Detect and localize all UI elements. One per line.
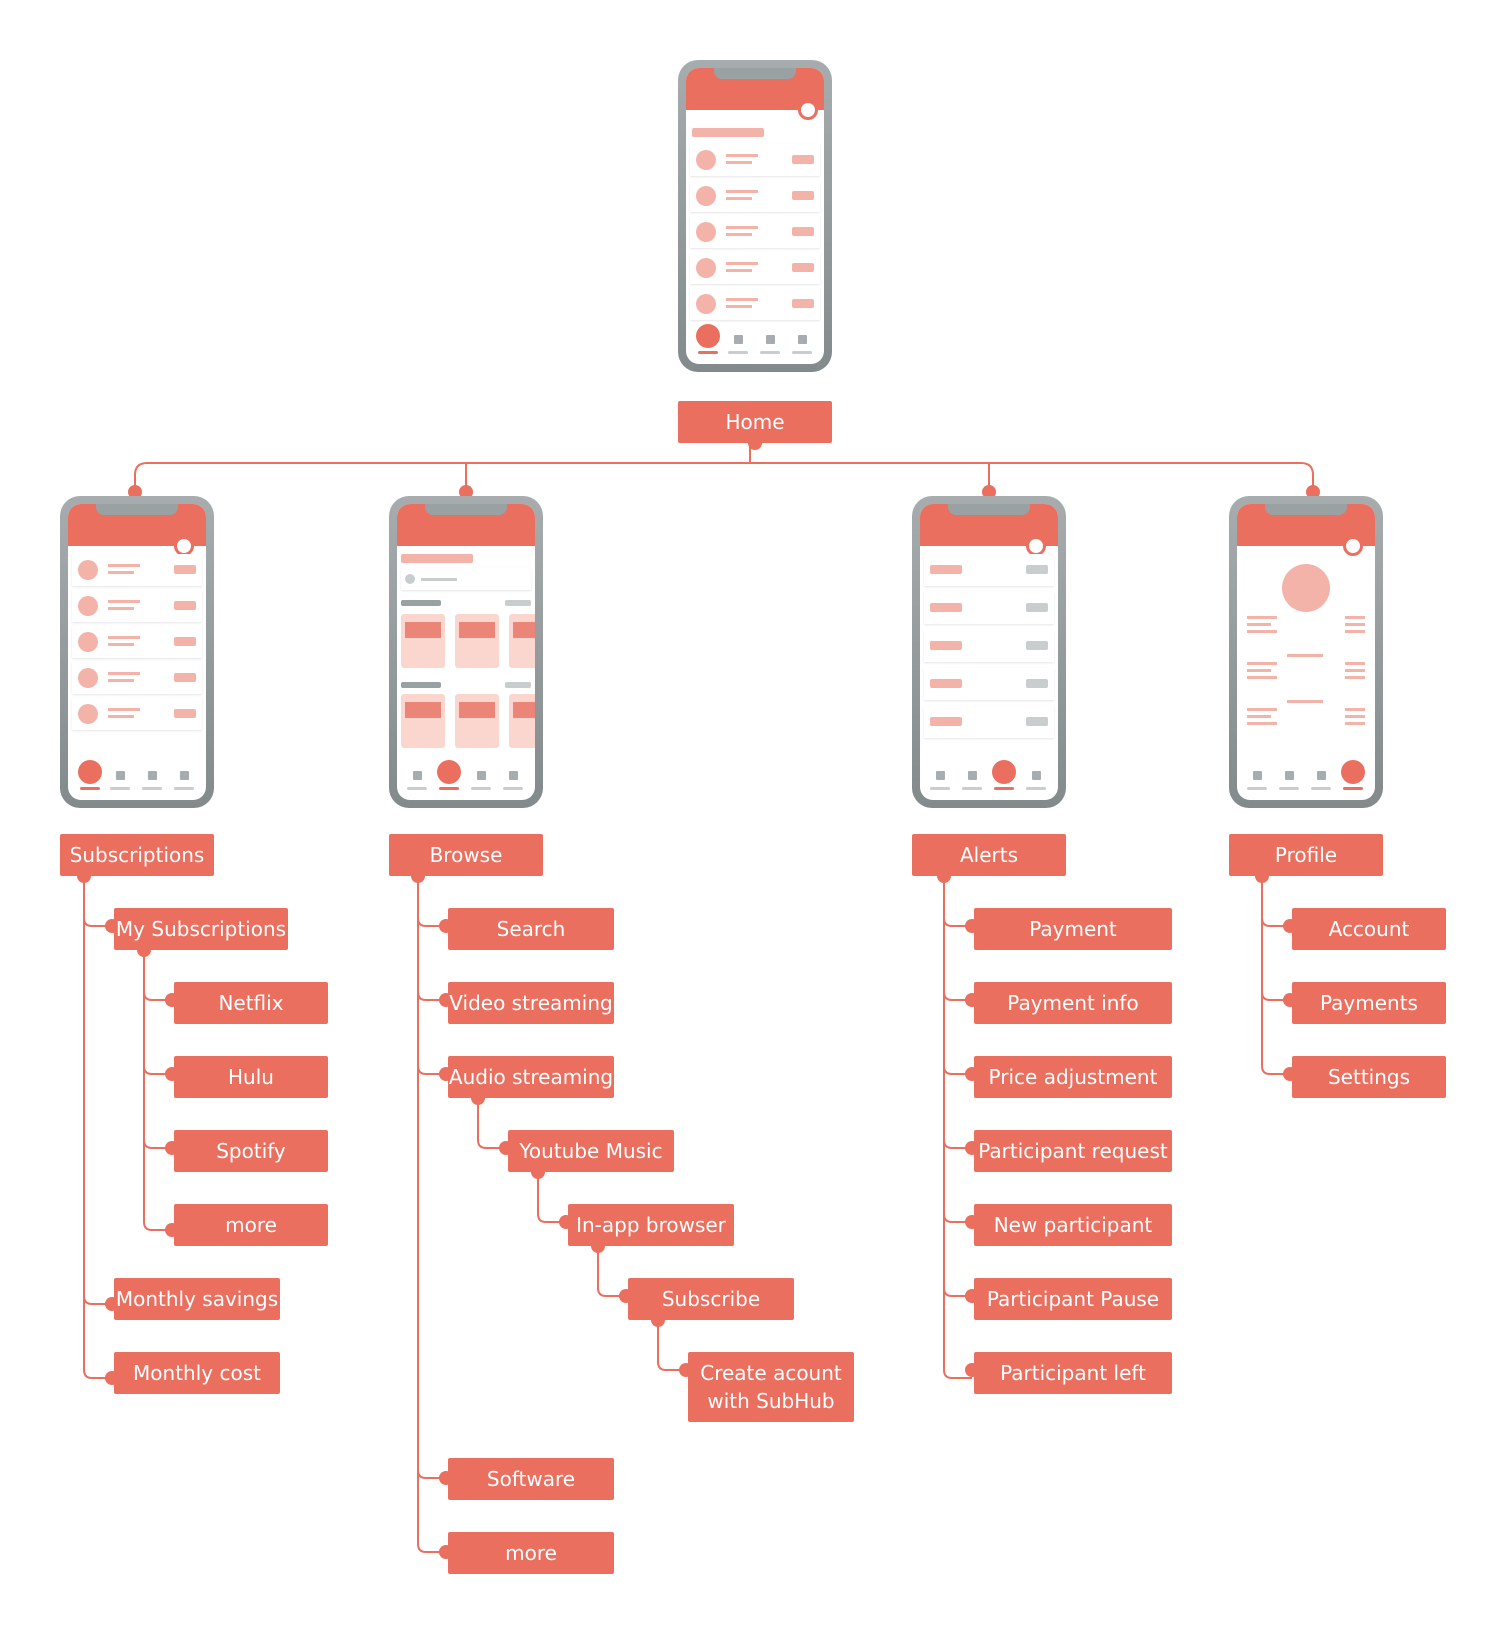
node-create-account: Create acount with SubHub bbox=[688, 1352, 854, 1422]
profile-icon bbox=[798, 100, 818, 120]
subscriptions-tab-icon bbox=[78, 760, 102, 784]
list-item bbox=[690, 288, 820, 320]
profile-icon bbox=[174, 536, 194, 556]
list-item bbox=[72, 554, 202, 586]
list-item bbox=[924, 592, 1054, 624]
node-subscriptions: Subscriptions bbox=[60, 834, 214, 876]
list-item bbox=[924, 706, 1054, 738]
node-spotify: Spotify bbox=[174, 1130, 328, 1172]
home-tab-icon bbox=[696, 324, 720, 348]
node-netflix: Netflix bbox=[174, 982, 328, 1024]
node-monthly-savings: Monthly savings bbox=[114, 1278, 280, 1320]
profile-icon bbox=[1026, 536, 1046, 556]
node-my-subscriptions: My Subscriptions bbox=[114, 908, 288, 950]
list-item bbox=[924, 668, 1054, 700]
node-alerts: Alerts bbox=[912, 834, 1066, 876]
node-participant-left: Participant left bbox=[974, 1352, 1172, 1394]
node-account: Account bbox=[1292, 908, 1446, 950]
node-video-streaming: Video streaming bbox=[448, 982, 614, 1024]
node-monthly-cost: Monthly cost bbox=[114, 1352, 280, 1394]
node-hulu: Hulu bbox=[174, 1056, 328, 1098]
home-screen bbox=[678, 60, 832, 372]
alerts-screen bbox=[912, 496, 1066, 808]
node-profile: Profile bbox=[1229, 834, 1383, 876]
node-search: Search bbox=[448, 908, 614, 950]
node-participant-request: Participant request bbox=[974, 1130, 1172, 1172]
list-item bbox=[72, 626, 202, 658]
node-in-app-browser: In-app browser bbox=[568, 1204, 734, 1246]
search-row bbox=[401, 568, 531, 590]
browse-screen bbox=[389, 496, 543, 808]
list-item bbox=[72, 698, 202, 730]
node-software: Software bbox=[448, 1458, 614, 1500]
list-item bbox=[690, 216, 820, 248]
node-new-participant: New participant bbox=[974, 1204, 1172, 1246]
list-item bbox=[72, 662, 202, 694]
node-payments: Payments bbox=[1292, 982, 1446, 1024]
node-browse: Browse bbox=[389, 834, 543, 876]
profile-icon bbox=[1343, 536, 1363, 556]
node-youtube-music: Youtube Music bbox=[508, 1130, 674, 1172]
node-settings: Settings bbox=[1292, 1056, 1446, 1098]
node-subscribe: Subscribe bbox=[628, 1278, 794, 1320]
node-payment-info: Payment info bbox=[974, 982, 1172, 1024]
node-price-adjustment: Price adjustment bbox=[974, 1056, 1172, 1098]
alerts-tab-icon bbox=[992, 760, 1016, 784]
node-payment: Payment bbox=[974, 908, 1172, 950]
list-item bbox=[690, 252, 820, 284]
list-item bbox=[690, 144, 820, 176]
node-subscriptions-more: more bbox=[174, 1204, 328, 1246]
node-participant-pause: Participant Pause bbox=[974, 1278, 1172, 1320]
profile-screen bbox=[1229, 496, 1383, 808]
avatar bbox=[1282, 564, 1330, 612]
list-item bbox=[72, 590, 202, 622]
subscriptions-screen bbox=[60, 496, 214, 808]
list-item bbox=[924, 554, 1054, 586]
list-item bbox=[690, 180, 820, 212]
node-audio-streaming: Audio streaming bbox=[448, 1056, 614, 1098]
node-home: Home bbox=[678, 401, 832, 443]
browse-tab-icon bbox=[437, 760, 461, 784]
list-item bbox=[924, 630, 1054, 662]
node-browse-more: more bbox=[448, 1532, 614, 1574]
profile-tab-icon bbox=[1341, 760, 1365, 784]
